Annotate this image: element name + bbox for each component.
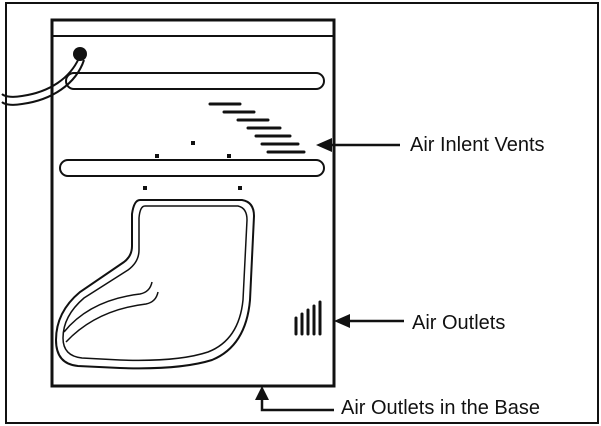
- peg-dot: [227, 154, 231, 158]
- upper-rail: [65, 72, 325, 90]
- peg-dots: [143, 141, 242, 190]
- arrow-inlet-vents: [316, 138, 400, 152]
- arrow-base-outlets: [255, 386, 334, 412]
- arrowhead-icon: [334, 314, 350, 328]
- hook-knob-icon: [73, 47, 87, 61]
- boot-outline: [54, 199, 256, 370]
- power-cord: [1, 57, 80, 98]
- arrowhead-icon: [316, 138, 332, 152]
- boot-sole-line-2: [65, 291, 159, 343]
- label-air-outlets: Air Outlets: [412, 312, 506, 334]
- peg-dot: [155, 154, 159, 158]
- arrow-air-outlets: [334, 314, 404, 328]
- dryer-cabinet: [50, 18, 336, 388]
- lower-rail: [59, 159, 325, 177]
- outer-frame: [5, 2, 599, 424]
- peg-dot: [191, 141, 195, 145]
- peg-dot: [143, 186, 147, 190]
- boot-sole-line: [63, 281, 153, 333]
- inlet-vents: [208, 102, 306, 154]
- power-cord-inner: [1, 59, 85, 106]
- arrowhead-icon: [255, 386, 269, 400]
- label-air-outlets-base: Air Outlets in the Base: [341, 397, 540, 419]
- side-air-outlets: [294, 300, 322, 336]
- peg-dot: [238, 186, 242, 190]
- label-air-inlet-vents: Air Inlent Vents: [410, 134, 545, 156]
- boot-outline-inner: [62, 205, 248, 362]
